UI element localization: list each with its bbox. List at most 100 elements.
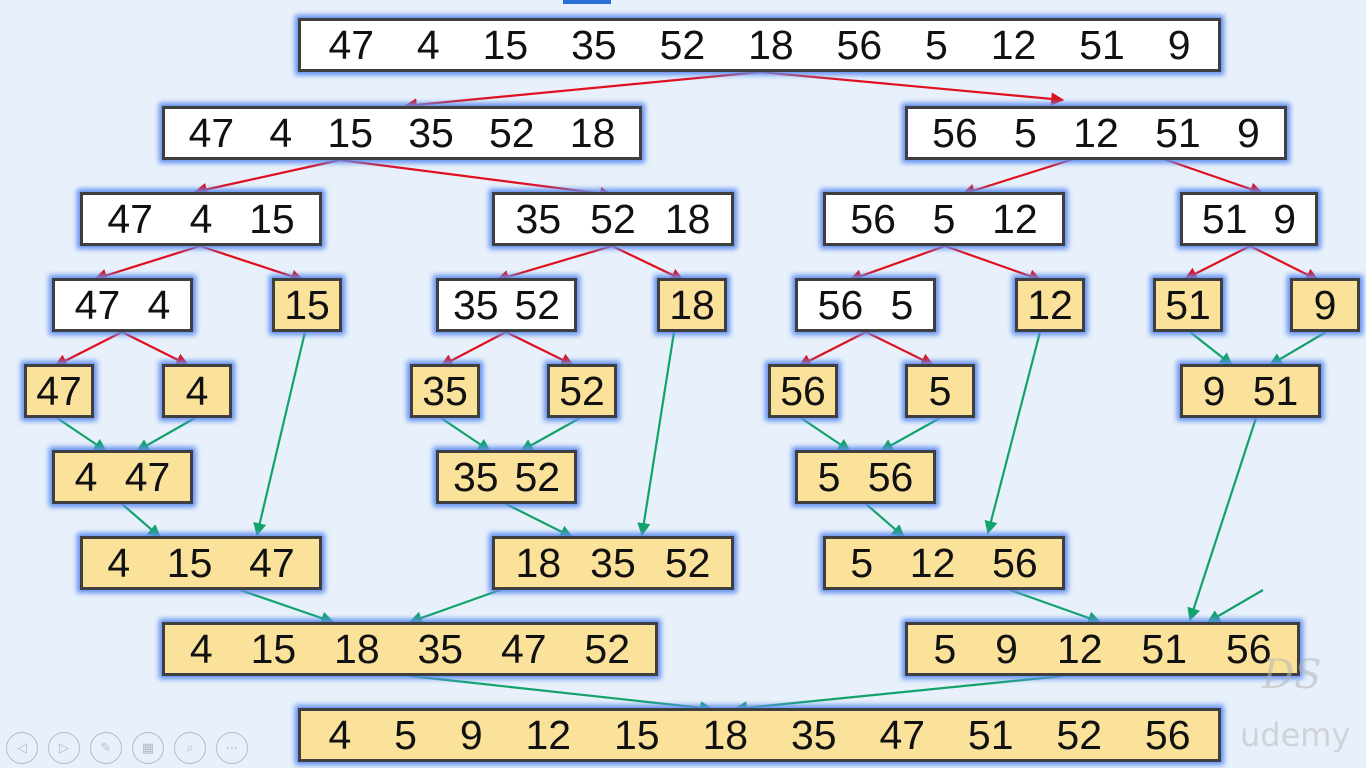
array-value: 12 bbox=[1056, 625, 1103, 672]
array-value: 18 bbox=[748, 21, 794, 68]
array-value: 52 bbox=[659, 21, 706, 68]
ds-logo-watermark: DS bbox=[1262, 652, 1322, 698]
array-value: 35 bbox=[571, 21, 617, 68]
split-arrow-16 bbox=[439, 331, 507, 367]
array-value: 56 bbox=[867, 453, 914, 500]
array-box-l3g: 51 bbox=[1153, 278, 1223, 332]
array-value: 5 bbox=[394, 711, 417, 758]
split-arrow-2 bbox=[193, 158, 341, 196]
merge-arrow-30 bbox=[865, 503, 905, 538]
array-value: 47 bbox=[107, 195, 153, 242]
array-value: 56 bbox=[992, 539, 1038, 586]
array-value: 4 bbox=[107, 539, 131, 586]
array-value: 47 bbox=[249, 539, 295, 586]
array-value: 4 bbox=[269, 109, 293, 156]
zoom-icon[interactable]: ⌕ bbox=[174, 732, 206, 764]
array-value: 51 bbox=[1201, 195, 1248, 242]
merge-arrow-31 bbox=[253, 331, 307, 537]
array-value: 5 bbox=[890, 281, 914, 328]
array-value: 35 bbox=[417, 625, 464, 672]
split-arrow-8 bbox=[495, 244, 613, 283]
array-value: 52 bbox=[664, 539, 711, 586]
array-box-l4c: 35 bbox=[410, 364, 480, 418]
array-value: 4 bbox=[189, 195, 213, 242]
array-value: 35 bbox=[452, 281, 499, 328]
array-value: 56 bbox=[932, 109, 978, 156]
array-box-l4d: 52 bbox=[547, 364, 617, 418]
merge-arrow-24 bbox=[440, 417, 492, 452]
array-value: 56 bbox=[1225, 625, 1272, 672]
merge-arrow-23 bbox=[135, 417, 196, 452]
merge-arrow-20 bbox=[1189, 331, 1234, 366]
array-value: 15 bbox=[613, 711, 660, 758]
array-value: 47 bbox=[74, 281, 121, 328]
pen-icon[interactable]: ✎ bbox=[90, 732, 122, 764]
more-icon[interactable]: ⋯ bbox=[216, 732, 248, 764]
merge-arrow-29 bbox=[505, 503, 574, 538]
array-value: 9 bbox=[1273, 195, 1297, 242]
array-box-l4a: 47 bbox=[24, 364, 94, 418]
slides-icon[interactable]: ▦ bbox=[132, 732, 164, 764]
split-arrow-12 bbox=[1183, 245, 1251, 280]
array-value: 47 bbox=[36, 367, 82, 414]
array-value: 47 bbox=[124, 453, 171, 500]
array-value: 5 bbox=[932, 195, 956, 242]
array-value: 56 bbox=[780, 367, 826, 414]
next-icon[interactable]: ▷ bbox=[48, 732, 80, 764]
split-arrow-0 bbox=[403, 70, 761, 112]
split-arrow-10 bbox=[848, 244, 946, 283]
split-arrow-7 bbox=[199, 244, 305, 283]
array-box-l2d: 51 9 bbox=[1180, 192, 1318, 246]
array-value: 9 bbox=[1202, 367, 1226, 414]
array-value: 15 bbox=[482, 21, 529, 68]
array-value: 12 bbox=[525, 711, 572, 758]
array-value: 35 bbox=[790, 711, 837, 758]
array-value: 18 bbox=[334, 625, 380, 672]
previous-icon[interactable]: ◁ bbox=[6, 732, 38, 764]
split-arrow-13 bbox=[1249, 245, 1320, 281]
array-box-l4f: 5 bbox=[905, 364, 975, 418]
array-value: 5 bbox=[928, 367, 952, 414]
array-value: 51 bbox=[1165, 281, 1211, 328]
merge-arrow-32 bbox=[637, 331, 676, 537]
array-value: 35 bbox=[515, 195, 562, 242]
split-arrow-3 bbox=[339, 158, 614, 201]
merge-arrow-28 bbox=[121, 503, 161, 538]
array-value: 52 bbox=[584, 625, 630, 672]
array-value: 5 bbox=[933, 625, 957, 672]
array-value: 5 bbox=[1014, 109, 1037, 156]
array-value: 52 bbox=[488, 109, 535, 156]
array-value: 4 bbox=[416, 21, 440, 68]
split-arrow-19 bbox=[865, 331, 935, 366]
array-value: 52 bbox=[1056, 711, 1103, 758]
array-value: 5 bbox=[850, 539, 874, 586]
udemy-watermark: udemy bbox=[1240, 716, 1351, 754]
split-arrow-15 bbox=[121, 331, 190, 366]
array-box-l3c: 35 52 bbox=[436, 278, 577, 332]
merge-arrow-33 bbox=[984, 331, 1042, 535]
array-value: 56 bbox=[817, 281, 864, 328]
merge-arrow-35 bbox=[239, 588, 335, 625]
split-arrow-1 bbox=[759, 70, 1065, 106]
array-value: 12 bbox=[990, 21, 1037, 68]
split-arrow-11 bbox=[944, 244, 1043, 283]
split-arrow-4 bbox=[961, 154, 1084, 197]
array-value: 12 bbox=[909, 539, 956, 586]
array-value: 51 bbox=[1079, 21, 1125, 68]
array-value: 12 bbox=[992, 195, 1038, 242]
merge-arrow-22 bbox=[56, 417, 108, 452]
split-arrow-5 bbox=[1154, 154, 1264, 196]
array-box-l3e: 56 5 bbox=[795, 278, 936, 332]
array-value: 52 bbox=[514, 281, 561, 328]
array-box-l3b: 15 bbox=[272, 278, 342, 332]
